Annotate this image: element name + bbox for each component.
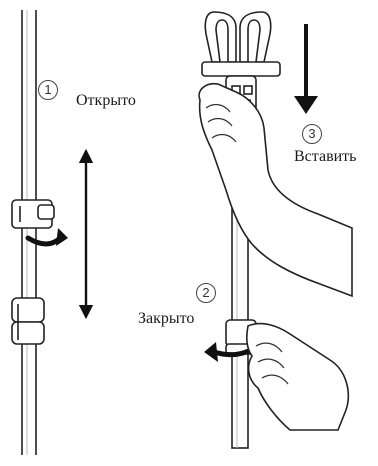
lower-clamp-closed — [12, 298, 44, 344]
step-3-number: 3 — [302, 124, 322, 144]
lower-hand — [247, 324, 348, 430]
step-1-label: Открыто — [76, 92, 136, 110]
upper-clamp-open — [12, 200, 54, 228]
step-1-number: 1 — [38, 80, 58, 100]
left-pole — [22, 10, 36, 455]
upper-hand — [199, 84, 352, 296]
step-2-label: Закрыто — [138, 310, 194, 328]
step-3-label: Вставить — [294, 148, 356, 166]
rotate-arrow-upper — [28, 238, 60, 244]
step-2-number: 2 — [196, 283, 216, 303]
